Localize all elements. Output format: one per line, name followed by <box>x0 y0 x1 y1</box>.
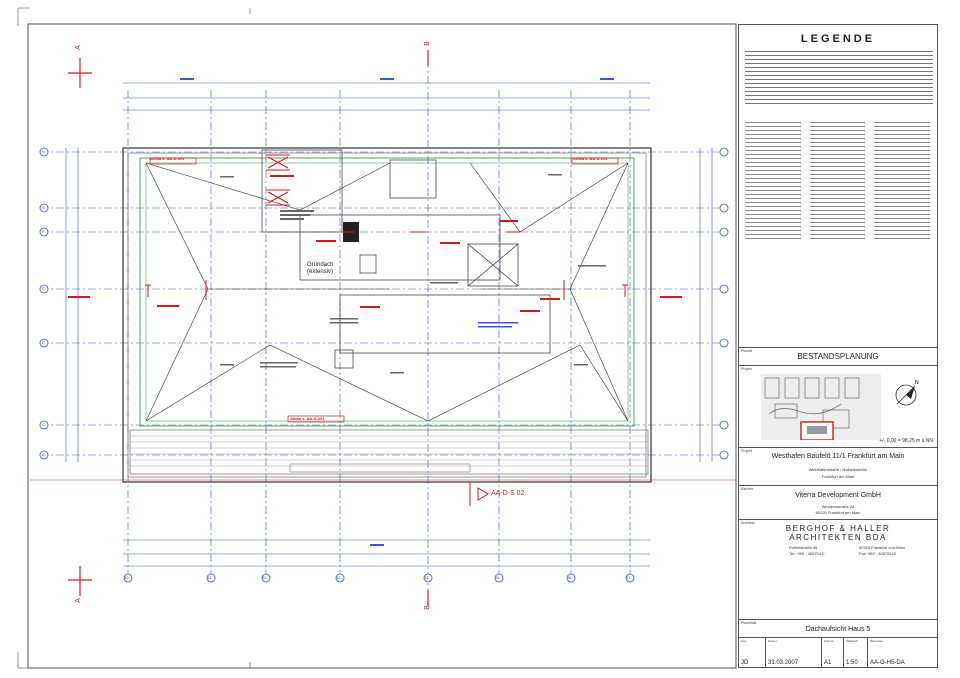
architect-tel: Tel.: 069 - 405704 0 <box>789 551 825 556</box>
client-label: Bauherr <box>741 487 754 491</box>
plan-index-value: AA-G-H5-DA <box>870 660 905 666</box>
client-name: Viterra Development GmbH <box>795 492 881 499</box>
format-label: Format <box>824 639 834 643</box>
north-arrow-icon: N <box>895 380 919 406</box>
section-letter-b-bottom: B <box>423 605 431 610</box>
project-address-1: Westhafenstraße / Holbeinstraße <box>808 467 868 472</box>
client-address-1: Westendstraße 28 <box>821 504 855 509</box>
format-cell: Format A1 <box>821 638 843 668</box>
axis-col-34: 34 <box>424 575 429 580</box>
project-name: Westhafen Baufeld 11/1 Frankfurt am Main <box>771 453 905 460</box>
axis-row-e: E <box>42 286 45 291</box>
plan-index-cell: Planindex AA-G-H5-DA <box>867 638 937 668</box>
axis-row-c: C <box>42 422 45 427</box>
axis-col-33: 33 <box>336 575 341 580</box>
legend-notes <box>745 49 933 105</box>
axis-row-h: H <box>42 149 45 154</box>
plan-type-label: Planart <box>741 349 753 353</box>
section-letter-b-top: B <box>423 41 431 46</box>
axis-row-f: F <box>42 229 45 234</box>
architect-addr-2: 60316 Frankfurt a.m.Main <box>859 545 905 550</box>
project-address-2: Frankfurt am Main <box>821 474 855 479</box>
architect-line1: BERGHOF & HALLER <box>785 524 891 533</box>
keyplan-block: Projekt N +/- 0,00 = 98,25 m ü.NN <box>739 365 937 447</box>
elevation-note: +/- 0,00 = 98,25 m ü.NN <box>879 438 933 444</box>
green-roof-line2: (extensiv) <box>307 269 334 275</box>
project-block: Projekt Westhafen Baufeld 11/1 Frankfurt… <box>739 447 937 485</box>
axis-col-36: 36 <box>567 575 572 580</box>
drawing-title: Dachaufsicht Haus 5 <box>805 626 871 633</box>
axis-row-g: G <box>42 205 46 210</box>
attika-label-bottom: Attika s. AA-D-201 <box>290 416 325 421</box>
axis-col-32: 32 <box>262 575 267 580</box>
section-letter-a-bottom: A <box>74 598 82 603</box>
architect-addr-1: Rotlintstraße 46 <box>789 545 818 550</box>
scale-cell: Maßstab 1:50 <box>843 638 867 668</box>
drafter-cell: Gez. JD <box>739 638 765 668</box>
drawing-title-block: Planinhalt Dachaufsicht Haus 5 <box>739 619 937 637</box>
info-row: Gez. JD Datum 31.03.2007 Format A1 Maßst… <box>739 637 937 668</box>
green-roof-line1: Gründach <box>307 262 334 268</box>
architect-fax: Fax: 069 - 40570420 <box>859 551 896 556</box>
keyplan-label: Projekt <box>741 367 752 371</box>
axis-col-37: 37 <box>626 575 631 580</box>
plan-type-block: Planart BESTANDSPLANUNG <box>739 347 937 365</box>
client-address-2: 60325 Frankfurt am Main <box>815 510 861 515</box>
plan-type: BESTANDSPLANUNG <box>797 352 879 361</box>
scale-value: 1:50 <box>846 660 858 666</box>
attika-label-top-right: Attika s. AA-D-201 <box>573 156 608 161</box>
svg-text:N: N <box>915 380 919 386</box>
legend-title: LEGENDE <box>800 33 876 45</box>
drawing-title-label: Planinhalt <box>741 621 757 625</box>
axis-row-d: D <box>42 340 45 345</box>
project-label: Projekt <box>741 449 752 453</box>
site-keyplan <box>761 374 881 440</box>
legend-abbreviations <box>745 120 935 240</box>
architect-label: Architekt <box>741 521 755 525</box>
architect-line2: ARCHITEKTEN BDA <box>789 533 887 542</box>
date-cell: Datum 31.03.2007 <box>765 638 821 668</box>
date-value: 31.03.2007 <box>768 660 799 666</box>
client-block: Bauherr Viterra Development GmbH Westend… <box>739 485 937 519</box>
date-label: Datum <box>768 639 777 643</box>
format-value: A1 <box>824 660 832 666</box>
plan-index-label: Planindex <box>870 639 884 643</box>
axis-col-31: 31 <box>207 575 212 580</box>
section-marker-label: AA-D-S 02 <box>491 490 525 497</box>
green-roof-label: Gründach (extensiv) <box>307 262 333 276</box>
attika-label-top-left: Attika s. AA-D-201 <box>150 156 185 161</box>
axis-row-b: B <box>42 452 45 457</box>
axis-col-30: 30 <box>124 575 129 580</box>
architect-block: Architekt BERGHOF & HALLER ARCHITEKTEN B… <box>739 519 937 619</box>
scale-label: Maßstab <box>846 639 858 643</box>
axis-col-35: 35 <box>495 575 500 580</box>
drafter-label: Gez. <box>741 639 748 643</box>
drafter-value: JD <box>741 660 749 666</box>
section-letter-a-top: A <box>74 45 82 50</box>
roof-plan <box>17 7 737 669</box>
legend-titleblock: LEGENDE Planart BESTANDSPLANUNG Projekt <box>738 24 938 668</box>
